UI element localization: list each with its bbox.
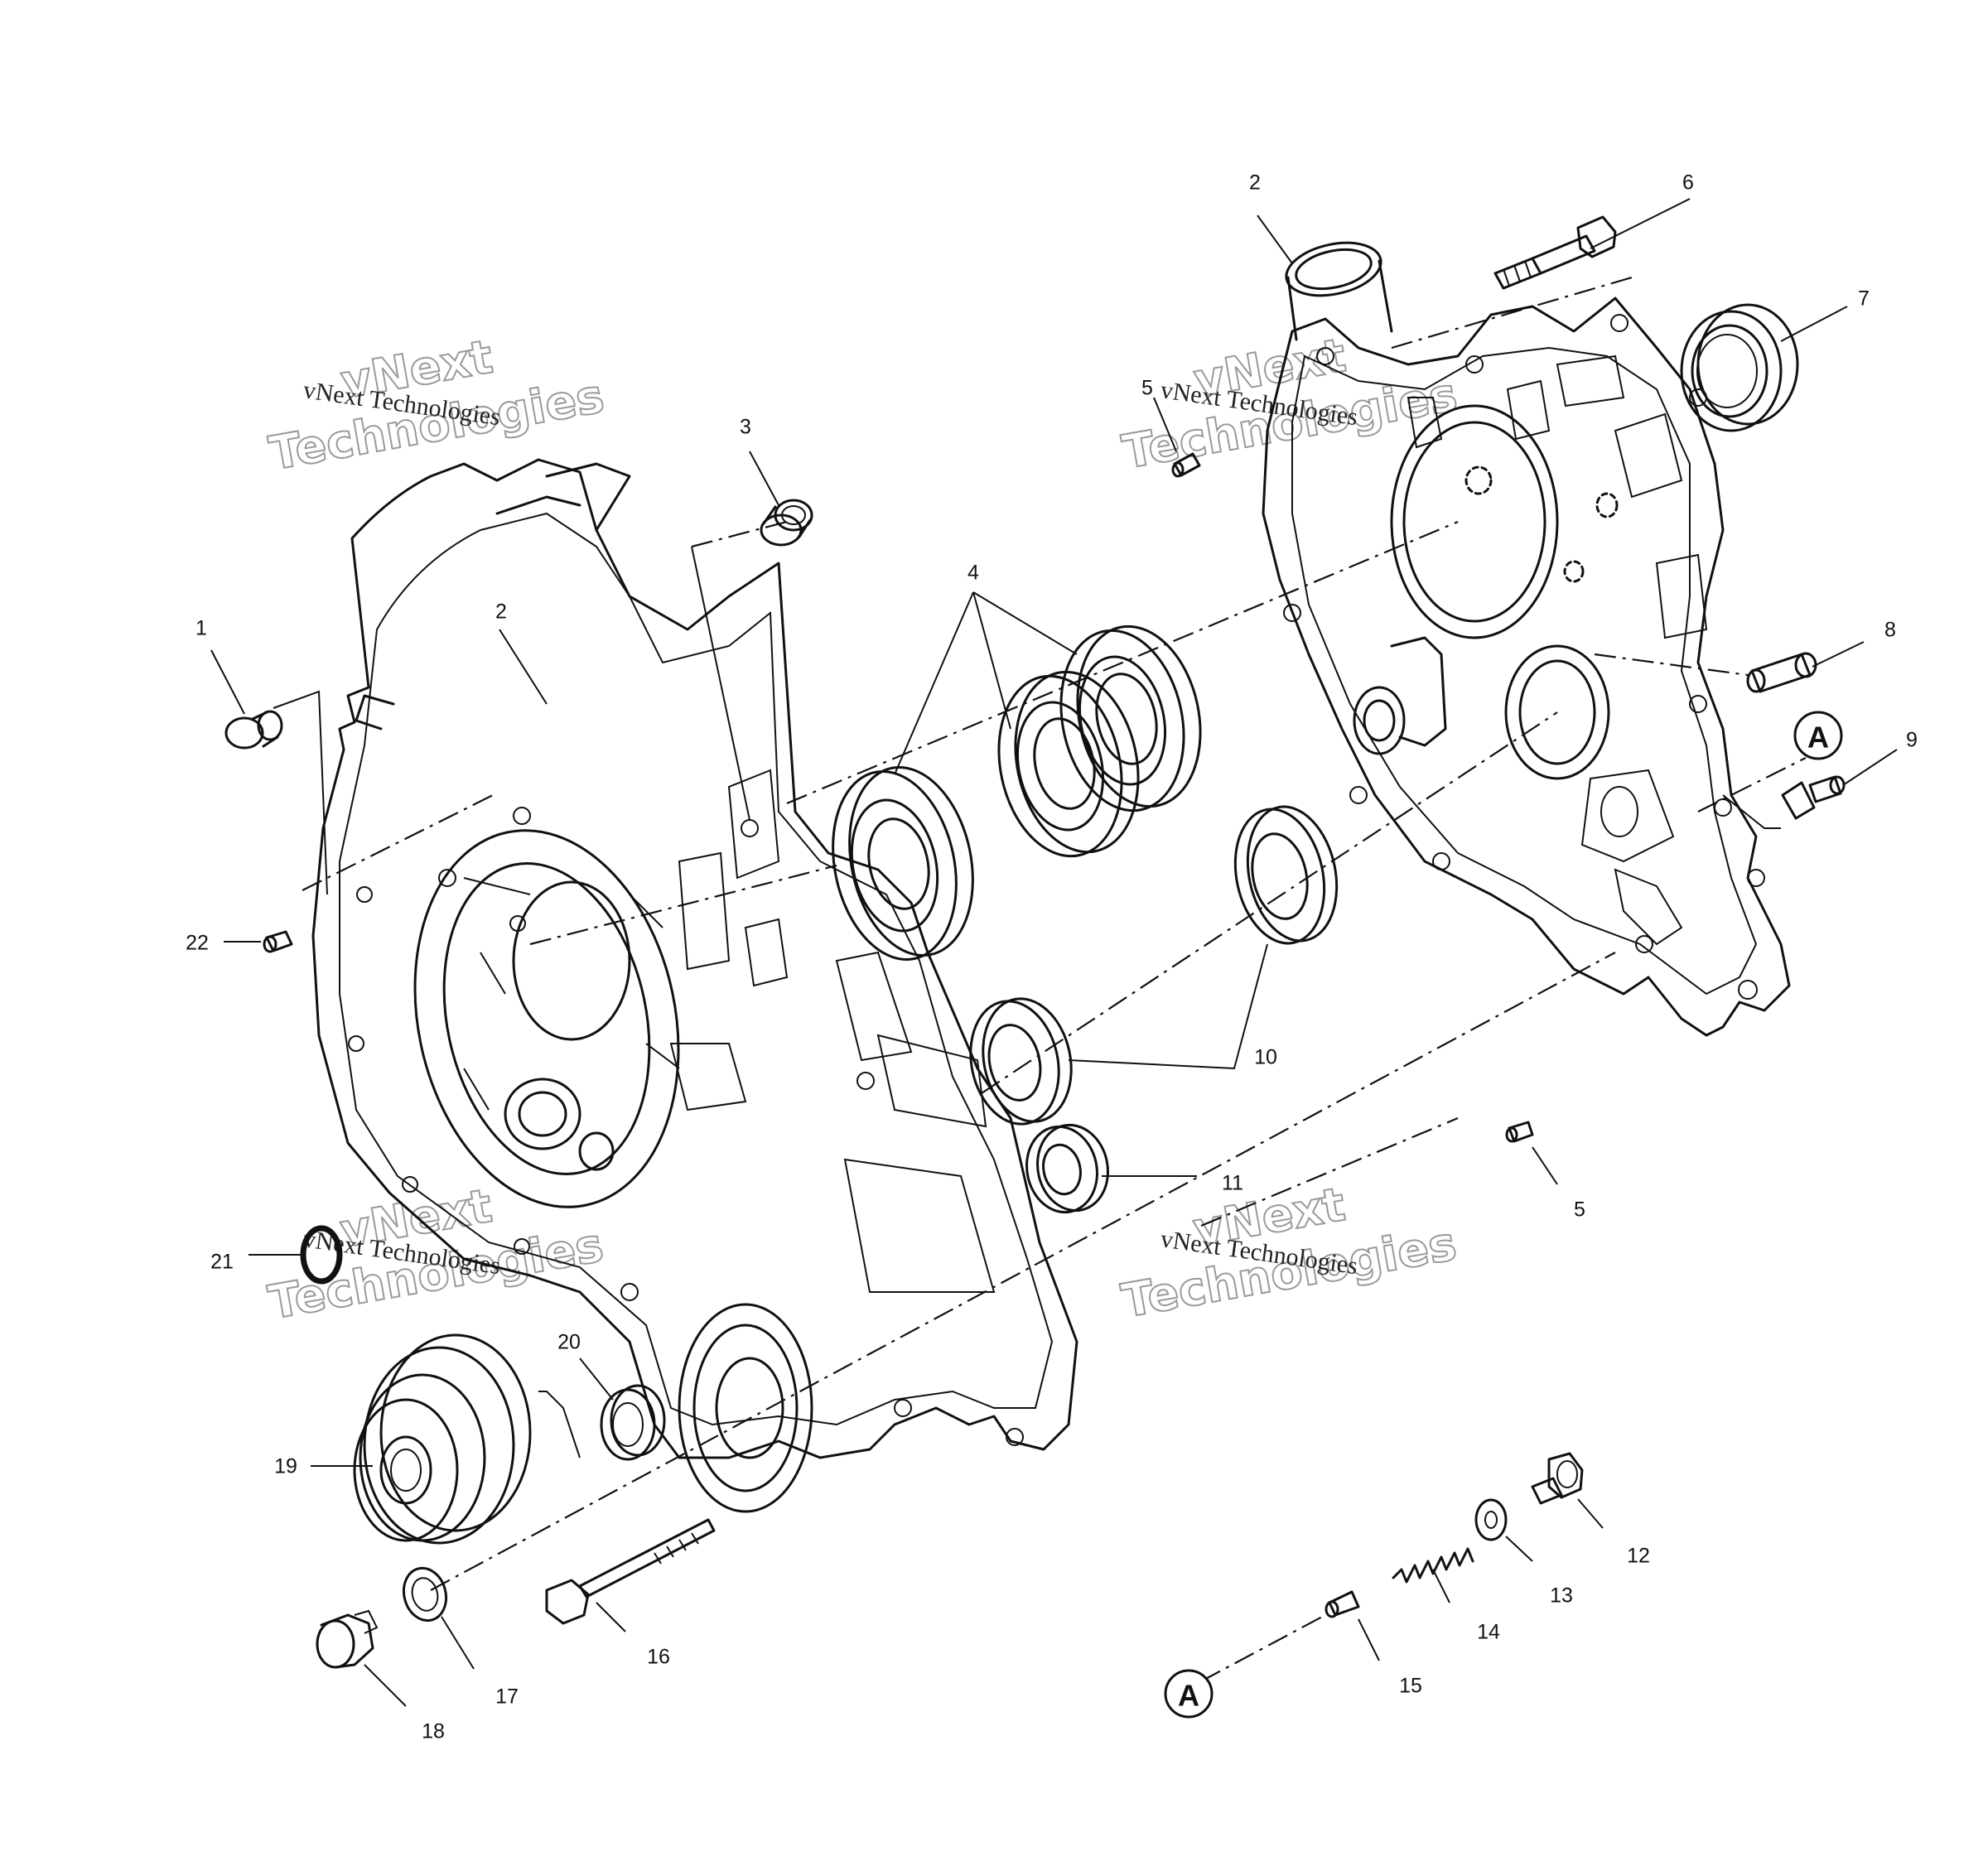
main-bearing-part-4 <box>832 766 974 961</box>
dowel-pin-part-5 <box>1171 452 1201 478</box>
callout-16: 16 <box>647 1646 670 1669</box>
ball-bearing-part-11 <box>1025 1123 1109 1214</box>
callout-6: 6 <box>1682 171 1694 195</box>
callout-8: 8 <box>1884 619 1896 642</box>
callout-13: 13 <box>1550 1584 1573 1608</box>
flange-bolt-part-6 <box>1493 215 1617 290</box>
callout-21: 21 <box>210 1251 234 1274</box>
ball-bearing-part-10 <box>969 997 1073 1126</box>
leader-lines <box>210 198 1898 1707</box>
callout-18: 18 <box>422 1720 445 1743</box>
callout-labels: 1 2 2 3 4 5 5 6 7 8 9 10 11 12 13 14 15 … <box>186 171 1918 1743</box>
callout-7: 7 <box>1858 287 1870 311</box>
fitting-part-9 <box>1781 775 1846 820</box>
o-ring-part-21 <box>300 1225 343 1285</box>
dowel-pin-part-22 <box>263 930 293 953</box>
ball-bearing-part-10 <box>1233 805 1339 945</box>
drain-plug-part-18 <box>316 1609 379 1669</box>
callout-3: 3 <box>740 416 751 439</box>
dowel-bushing-part-1 <box>224 710 283 750</box>
callout-15: 15 <box>1399 1675 1422 1698</box>
bolt-holes <box>348 807 1024 1446</box>
callout-17: 17 <box>495 1685 519 1709</box>
callout-4: 4 <box>967 562 979 585</box>
spring-part-14 <box>1392 1547 1474 1584</box>
output-pulley-part-19 <box>353 1333 532 1545</box>
collar-part-8 <box>1746 652 1817 693</box>
reference-letter: A <box>1807 721 1829 755</box>
main-bearing-part-4 <box>1059 624 1202 812</box>
callout-1: 1 <box>195 617 207 640</box>
long-bolt-part-16 <box>545 1518 716 1625</box>
callout-5: 5 <box>1141 377 1153 400</box>
bolt-part-12 <box>1531 1452 1584 1505</box>
dowel-pin-part-5 <box>1505 1121 1534 1143</box>
callout-14: 14 <box>1477 1621 1500 1644</box>
callout-19: 19 <box>274 1455 297 1478</box>
callout-2: 2 <box>1249 171 1261 195</box>
oil-seal-part-7 <box>1680 303 1799 432</box>
cylinder-neck-part-2 <box>495 495 581 515</box>
callout-20: 20 <box>557 1331 581 1354</box>
callout-12: 12 <box>1627 1545 1650 1568</box>
alignment-lines <box>302 276 1807 1682</box>
callout-2: 2 <box>495 600 507 624</box>
dowel-bushing-part-3 <box>760 499 813 547</box>
callout-11: 11 <box>1222 1172 1243 1195</box>
callout-5: 5 <box>1574 1198 1585 1222</box>
callout-9: 9 <box>1906 729 1918 752</box>
washer-part-13 <box>1474 1498 1508 1541</box>
left-crankcase-half <box>311 458 1078 1513</box>
right-crankcase-half <box>1262 241 1791 1037</box>
oil-seal-part-20 <box>600 1384 666 1461</box>
callout-10: 10 <box>1254 1046 1277 1069</box>
sealing-washer-part-17 <box>402 1566 448 1623</box>
plunger-part-15 <box>1325 1590 1360 1618</box>
reference-mark-a: A <box>1164 1669 1214 1719</box>
callout-22: 22 <box>186 932 209 955</box>
reference-letter: A <box>1178 1679 1199 1713</box>
reference-mark-a: A <box>1793 711 1843 760</box>
